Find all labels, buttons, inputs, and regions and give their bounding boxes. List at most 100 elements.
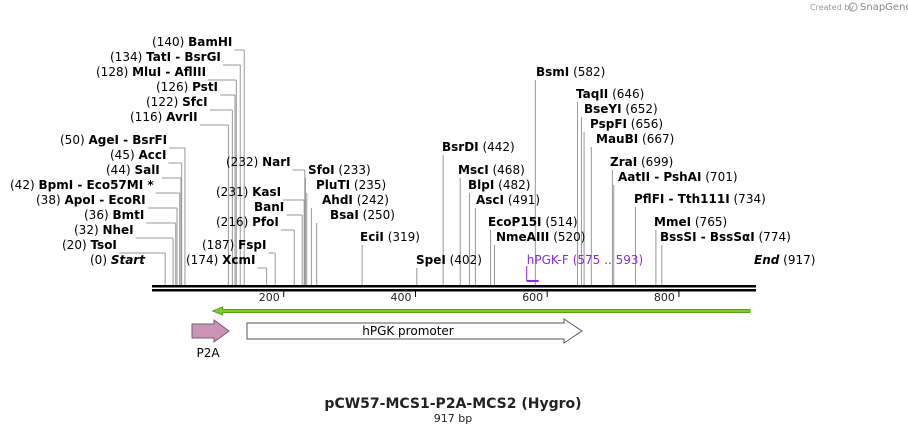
- site-tati[interactable]: (134) TatI - BsrGI: [110, 50, 221, 64]
- site-label: (44) SalI: [106, 163, 160, 177]
- site-zrai[interactable]: ZraI (699): [610, 155, 673, 169]
- site-bsssi[interactable]: BssSI - BssSαI (774): [660, 230, 791, 244]
- site-name: Tth111I: [678, 192, 730, 206]
- site-bsrdi[interactable]: BsrDI (442): [442, 140, 515, 154]
- site-nmeaiii[interactable]: NmeAIII (520): [496, 230, 585, 244]
- site-name: BpmI: [38, 178, 73, 192]
- site-position: (765): [691, 215, 727, 229]
- site-bpmi[interactable]: (42) BpmI - Eco57MI *: [10, 178, 154, 192]
- site-name: NmeAIII: [496, 230, 549, 244]
- ruler-tick-label: 400: [390, 291, 411, 304]
- site-label: SfoI (233): [308, 163, 371, 177]
- site-label: BssSI - BssSαI (774): [660, 230, 791, 244]
- site-acci[interactable]: (45) AccI: [110, 148, 166, 162]
- site-name: AvrII: [166, 110, 198, 124]
- site-label: (122) SfcI: [146, 95, 208, 109]
- site-bani[interactable]: BanI: [254, 200, 284, 214]
- site-msci[interactable]: MscI (468): [458, 163, 525, 177]
- p2a-label: P2A: [196, 346, 220, 360]
- site-sfoi[interactable]: SfoI (233): [308, 163, 371, 177]
- site-avrii[interactable]: (116) AvrII: [130, 110, 198, 124]
- backbone: [152, 285, 756, 292]
- site-name: -: [119, 133, 132, 147]
- site-psti[interactable]: (126) PstI: [156, 80, 218, 94]
- site-bseyi[interactable]: BseYI (652): [584, 102, 658, 116]
- site-label: MscI (468): [458, 163, 525, 177]
- site-position: (520): [549, 230, 585, 244]
- site-start[interactable]: (0) Start: [90, 253, 146, 267]
- site-nari[interactable]: (232) NarI: [226, 155, 291, 169]
- site-xcmi[interactable]: (174) XcmI: [186, 253, 255, 267]
- site-label: (174) XcmI: [186, 253, 255, 267]
- site-name: -: [697, 230, 710, 244]
- feature-hpgk-promoter[interactable]: hPGK promoter: [246, 318, 583, 344]
- site-bmti[interactable]: (36) BmtI: [84, 208, 144, 222]
- site-label: (0) Start: [90, 253, 146, 267]
- site-pfoi[interactable]: (216) PfoI: [216, 215, 279, 229]
- hpgk-promoter-arrow: [246, 318, 583, 344]
- site-maubi[interactable]: MauBI (667): [596, 132, 674, 146]
- site-bsai[interactable]: BsaI (250): [330, 208, 395, 222]
- site-pflfi[interactable]: PflFI - Tth111I (734): [634, 192, 766, 206]
- site-name: AatII: [618, 170, 650, 184]
- site-label: (20) TsoI: [62, 238, 117, 252]
- site-position: (652): [622, 102, 658, 116]
- site-pluti[interactable]: PluTI (235): [316, 178, 386, 192]
- site-ecop15i[interactable]: EcoP15I (514): [488, 215, 578, 229]
- primer-hpgk-f[interactable]: hPGK-F (575 .. 593): [526, 253, 643, 282]
- backbone-bottom-strand: [152, 289, 756, 292]
- site-position: (250): [359, 208, 395, 222]
- site-label: (231) KasI: [216, 185, 281, 199]
- site-name: PflFI: [634, 192, 664, 206]
- site-asci[interactable]: AscI (491): [476, 193, 540, 207]
- site-position: (187): [202, 238, 238, 252]
- site-name: BsrGI: [184, 50, 221, 64]
- map-title: pCW57-MCS1-P2A-MCS2 (Hygro): [324, 396, 581, 412]
- site-bsmi[interactable]: BsmI (582): [536, 65, 605, 79]
- feature-p2a[interactable]: P2A: [191, 319, 230, 360]
- site-mmei[interactable]: MmeI (765): [654, 215, 727, 229]
- site-name: SfoI: [308, 163, 335, 177]
- site-name: NarI: [262, 155, 291, 169]
- site-label: BsaI (250): [330, 208, 395, 222]
- site-fspi[interactable]: (187) FspI: [202, 238, 267, 252]
- site-name: KasI: [252, 185, 281, 199]
- site-taqii[interactable]: TaqII (646): [576, 87, 644, 101]
- site-position: (231): [216, 185, 252, 199]
- site-nhei[interactable]: (32) NheI: [74, 223, 134, 237]
- site-name: -: [95, 193, 108, 207]
- site-pspfi[interactable]: PspFI (656): [590, 117, 663, 131]
- site-label: NmeAIII (520): [496, 230, 585, 244]
- site-name: SpeI: [416, 253, 446, 267]
- site-position: (20): [62, 238, 90, 252]
- site-end[interactable]: End (917): [754, 253, 815, 267]
- site-ecii[interactable]: EciI (319): [360, 230, 420, 244]
- site-label: (50) AgeI - BsrFI: [60, 133, 167, 147]
- site-kasi[interactable]: (231) KasI: [216, 185, 281, 199]
- site-label: PspFI (656): [590, 117, 663, 131]
- site-label: BsmI (582): [536, 65, 605, 79]
- site-label: (128) MluI - AflIII: [96, 65, 206, 79]
- site-position: (582): [569, 65, 605, 79]
- map-subtitle: 917 bp: [434, 412, 472, 425]
- site-aatii[interactable]: AatII - PshAI (701): [618, 170, 738, 184]
- site-name: Eco57MI *: [87, 178, 155, 192]
- site-sfci[interactable]: (122) SfcI: [146, 95, 208, 109]
- site-sali[interactable]: (44) SalI: [106, 163, 160, 177]
- site-name: FspI: [238, 238, 266, 252]
- site-label: MauBI (667): [596, 132, 674, 146]
- site-position: (42): [10, 178, 38, 192]
- orf-arrow[interactable]: [211, 306, 751, 316]
- site-tsoi[interactable]: (20) TsoI: [62, 238, 117, 252]
- site-blpi[interactable]: BlpI (482): [468, 178, 530, 192]
- site-mlui[interactable]: (128) MluI - AflIII: [96, 65, 206, 79]
- site-spei[interactable]: SpeI (402): [416, 253, 482, 267]
- site-agei[interactable]: (50) AgeI - BsrFI: [60, 133, 167, 147]
- site-bamhi[interactable]: (140) BamHI: [152, 35, 232, 49]
- site-position: (701): [701, 170, 737, 184]
- site-label: (36) BmtI: [84, 208, 144, 222]
- site-ahdi[interactable]: AhdI (242): [322, 193, 389, 207]
- orf-shape: [211, 306, 751, 316]
- site-apoi[interactable]: (38) ApoI - EcoRI: [36, 193, 146, 207]
- site-name: AhdI: [322, 193, 353, 207]
